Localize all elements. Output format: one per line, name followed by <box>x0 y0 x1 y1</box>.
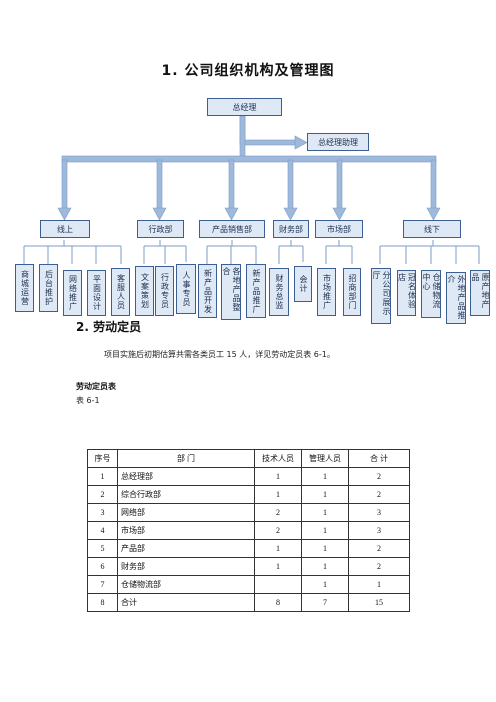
dept-product-sales: 产品销售部 <box>199 220 265 238</box>
org-ceo-box: 总经理 <box>207 98 282 116</box>
cell <box>254 575 302 594</box>
dept-marketing: 市场部 <box>315 220 363 238</box>
unit-graphic-design: 平面设计 <box>87 270 106 316</box>
table-row: 6 财务部 1 1 2 <box>87 557 410 576</box>
cell: 网络部 <box>117 503 255 522</box>
unit-hr-specialist: 人事专员 <box>176 264 196 314</box>
cell: 1 <box>301 539 349 558</box>
unit-regional-integration: 各地产品整合 <box>221 264 241 320</box>
cell: 合计 <box>117 593 255 612</box>
unit-customer-service: 客服人员 <box>111 268 130 316</box>
unit-origin-products: 原产地产品 <box>470 270 490 316</box>
cell: 2 <box>348 485 410 504</box>
cell: 2 <box>348 557 410 576</box>
unit-investment: 招商部门 <box>343 268 361 316</box>
cell: 产品部 <box>117 539 255 558</box>
page-title: 1. 公司组织机构及管理图 <box>161 63 335 79</box>
dept-admin: 行政部 <box>137 220 184 238</box>
cell: 1 <box>301 467 349 486</box>
table-row: 4 市场部 2 1 3 <box>87 521 410 540</box>
cell: 15 <box>348 593 410 612</box>
cell: 市场部 <box>117 521 255 540</box>
cell: 总经理部 <box>117 467 255 486</box>
cell: 仓储物流部 <box>117 575 255 594</box>
cell: 1 <box>254 539 302 558</box>
unit-logistics-center: 仓储物流中心 <box>421 270 441 318</box>
staffing-table: 序号 部 门 技术人员 管理人员 合 计 1 总经理部 1 1 2 2 综合行政… <box>87 449 410 612</box>
section-heading: 2. 劳动定员 <box>76 320 142 334</box>
unit-branch-showroom: 分公司展示厅 <box>371 268 391 324</box>
cell: 5 <box>87 539 118 558</box>
cell: 1 <box>254 557 302 576</box>
cell: 1 <box>254 467 302 486</box>
cell: 6 <box>87 557 118 576</box>
cell: 2 <box>254 503 302 522</box>
unit-accountant: 会计 <box>294 266 312 302</box>
unit-backend-maintenance: 后台推护 <box>39 264 58 312</box>
cell: 1 <box>301 521 349 540</box>
unit-market-promotion: 市场推广 <box>317 268 336 316</box>
cell: 1 <box>301 575 349 594</box>
unit-external-products: 外地产品推介 <box>446 272 466 324</box>
cell: 1 <box>301 557 349 576</box>
header-cell: 技术人员 <box>254 449 302 468</box>
header-cell: 序号 <box>87 449 118 468</box>
table-caption: 劳动定员表 <box>76 382 116 391</box>
cell: 2 <box>87 485 118 504</box>
cell: 1 <box>87 467 118 486</box>
cell: 1 <box>254 485 302 504</box>
unit-new-product-dev: 新产品开发 <box>198 264 217 318</box>
table-row: 7 仓储物流部 1 1 <box>87 575 410 594</box>
cell: 2 <box>254 521 302 540</box>
table-header-row: 序号 部 门 技术人员 管理人员 合 计 <box>87 449 410 468</box>
cell: 1 <box>301 485 349 504</box>
cell: 8 <box>254 593 302 612</box>
cell: 2 <box>348 467 410 486</box>
header-cell: 管理人员 <box>301 449 349 468</box>
cell: 4 <box>87 521 118 540</box>
table-row: 2 综合行政部 1 1 2 <box>87 485 410 504</box>
section-paragraph: 项目实施后初期估算共需各类员工 15 人，详见劳动定员表 6-1。 <box>104 350 335 359</box>
cell: 8 <box>87 593 118 612</box>
dept-online: 线上 <box>40 220 90 238</box>
dept-offline: 线下 <box>403 220 461 238</box>
unit-mall-operation: 商城运营 <box>15 264 34 312</box>
cell: 综合行政部 <box>117 485 255 504</box>
table-row: 5 产品部 1 1 2 <box>87 539 410 558</box>
header-cell: 部 门 <box>117 449 255 468</box>
cell: 3 <box>87 503 118 522</box>
cell: 1 <box>348 575 410 594</box>
table-number: 表 6-1 <box>76 396 100 405</box>
unit-finance-director: 财务总监 <box>269 268 289 316</box>
unit-copywriting: 文案策划 <box>135 266 154 316</box>
org-assistant-box: 总经理助理 <box>307 133 369 151</box>
header-cell: 合 计 <box>348 449 410 468</box>
cell: 2 <box>348 539 410 558</box>
cell: 3 <box>348 521 410 540</box>
cell: 7 <box>301 593 349 612</box>
cell: 1 <box>301 503 349 522</box>
unit-sponsored-store: 冠名体验店 <box>397 270 417 316</box>
table-row: 3 网络部 2 1 3 <box>87 503 410 522</box>
table-row: 1 总经理部 1 1 2 <box>87 467 410 486</box>
unit-admin-specialist: 行政专员 <box>155 266 174 316</box>
cell: 财务部 <box>117 557 255 576</box>
cell: 7 <box>87 575 118 594</box>
cell: 3 <box>348 503 410 522</box>
dept-finance: 财务部 <box>273 220 309 238</box>
unit-new-product-promo: 新产品推广 <box>246 264 266 318</box>
unit-online-promotion: 网络推广 <box>63 270 82 316</box>
table-row: 8 合计 8 7 15 <box>87 593 410 612</box>
